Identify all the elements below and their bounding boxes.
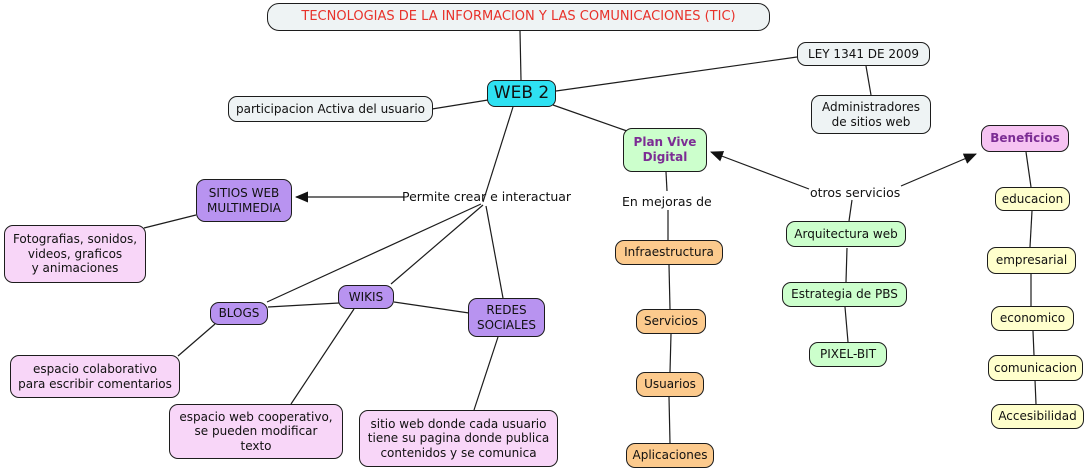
node-title[interactable]: TECNOLOGIAS DE LA INFORMACION Y LAS COMU…	[267, 3, 770, 31]
node-arquitectura-web[interactable]: Arquitectura web	[786, 221, 906, 247]
edge-otros-planvive-arrow	[710, 151, 810, 190]
edge-comunicacion-accesibilidad	[1034, 379, 1037, 405]
link-label-otros-servicios[interactable]: otros servicios	[810, 185, 901, 200]
node-pixel-bit[interactable]: PIXEL-BIT	[809, 342, 887, 367]
link-label-permite-crear[interactable]: Permite crear e interactuar	[402, 189, 572, 204]
node-infraestructura[interactable]: Infraestructura	[615, 240, 723, 265]
edge-beneficios-educacion	[1025, 151, 1032, 188]
edge-servicios-usuarios	[669, 333, 672, 373]
edge-usuarios-aplicaciones	[668, 396, 671, 444]
node-redes-sociales[interactable]: REDES SOCIALES	[468, 298, 545, 337]
node-web2[interactable]: WEB 2	[487, 80, 556, 107]
node-plan-vive-digital[interactable]: Plan Vive Digital	[623, 128, 707, 172]
edge-blogs-espaciocolab	[177, 323, 216, 357]
edge-otros-beneficios-arrow	[900, 153, 977, 187]
node-blogs[interactable]: BLOGS	[210, 302, 268, 325]
node-wikis[interactable]: WIKIS	[338, 285, 394, 309]
node-administradores[interactable]: Administradores de sitios web	[811, 95, 931, 134]
edge-wikis-redes	[393, 301, 470, 314]
edge-title-web2	[519, 30, 522, 81]
edge-economico-comunicacion	[1032, 330, 1035, 356]
edge-web2-ley	[555, 56, 798, 92]
node-sitio-web-usuario[interactable]: sitio web donde cada usuario tiene su pa…	[359, 410, 558, 467]
node-economico[interactable]: economico	[991, 306, 1074, 331]
node-espacio-cooperativo[interactable]: espacio web cooperativo, se pueden modif…	[169, 404, 343, 459]
edge-planvive-enmejoras	[665, 171, 668, 192]
node-estrategia-pbs[interactable]: Estrategia de PBS	[782, 282, 907, 307]
edge-otros-arquitectura	[848, 199, 853, 222]
edge-arquitectura-estrategia	[845, 247, 848, 283]
edge-web2-participacion	[431, 99, 489, 110]
edge-wikis-espaciocoop	[290, 308, 355, 405]
edge-educacion-empresarial	[1029, 210, 1033, 248]
node-servicios[interactable]: Servicios	[636, 309, 706, 334]
edge-permite-wikis	[390, 204, 484, 285]
node-usuarios[interactable]: Usuarios	[636, 372, 704, 397]
edge-infraestructura-servicios	[668, 264, 671, 310]
node-fotografias[interactable]: Fotografias, sonidos, videos, graficos y…	[4, 225, 146, 283]
edge-web2-permite	[482, 106, 514, 203]
node-beneficios[interactable]: Beneficios	[981, 125, 1069, 152]
node-espacio-colaborativo[interactable]: espacio colaborativo para escribir comen…	[10, 355, 180, 398]
edge-estrategia-pixelbit	[844, 306, 849, 343]
node-ley-1341[interactable]: LEY 1341 DE 2009	[797, 42, 930, 66]
node-educacion[interactable]: educacion	[995, 187, 1070, 211]
node-participacion-activa[interactable]: participacion Activa del usuario	[228, 96, 433, 122]
node-accesibilidad[interactable]: Accesibilidad	[991, 404, 1084, 429]
node-aplicaciones[interactable]: Aplicaciones	[626, 443, 714, 468]
edge-blogs-wikis	[267, 302, 340, 308]
edge-sitiosweb-fotografias	[143, 214, 197, 229]
node-sitios-web-multimedia[interactable]: SITIOS WEB MULTIMEDIA	[196, 179, 292, 222]
edge-redes-sitiowebusuario	[473, 336, 499, 411]
edge-web2-planvive	[552, 104, 628, 132]
link-label-en-mejoras[interactable]: En mejoras de	[622, 194, 712, 209]
node-empresarial[interactable]: empresarial	[987, 247, 1076, 274]
node-comunicacion[interactable]: comunicacion	[988, 355, 1083, 381]
edge-ley-administradores	[865, 65, 872, 96]
edge-permite-blogs	[266, 203, 482, 303]
edge-permite-redes	[485, 205, 504, 299]
